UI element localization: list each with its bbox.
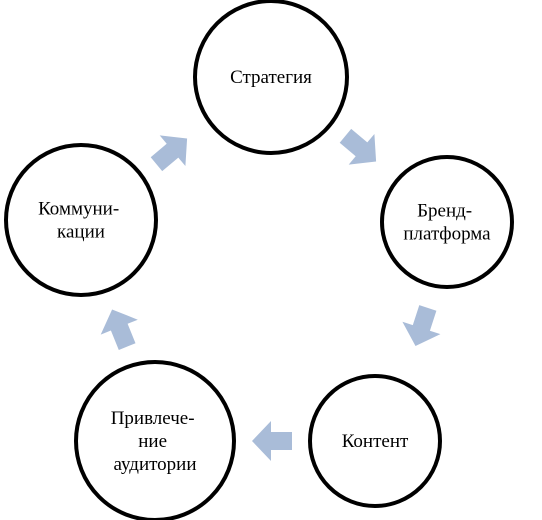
node-content-circle [308,374,442,508]
node-audience-attraction-line-3: аудитории [114,454,197,475]
node-audience-attraction: Привлече- ние аудитории [74,360,236,520]
node-audience-attraction-line-2: ние [138,431,167,452]
arrow-strategy-to-brand-platform [339,128,377,165]
node-brand-platform-circle [380,155,514,289]
arrow-brand-platform-to-content [402,305,441,346]
arrow-content-to-audience-attraction [252,421,292,461]
node-audience-attraction-label: Привлече- ние аудитории [111,408,200,475]
node-brand-platform: Бренд- платформа [380,155,514,289]
node-strategy: Стратегия [193,0,349,155]
arrows-layer [100,128,441,461]
node-communications: Коммуни- кации [4,143,158,297]
node-content: Контент [308,374,442,508]
node-content-label: Контент [342,431,409,452]
node-audience-attraction-circle [74,360,236,520]
node-communications-line-2: кации [57,222,105,243]
node-brand-platform-line-1: Бренд- [417,201,472,222]
arrow-communications-to-strategy [150,135,188,172]
node-communications-label: Коммуни- кации [38,199,124,243]
node-communications-circle [4,143,158,297]
node-strategy-label: Стратегия [230,67,312,88]
node-brand-platform-line-2: платформа [403,224,491,245]
node-strategy-line-1: Стратегия [230,67,312,88]
node-audience-attraction-line-1: Привлече- [111,408,195,429]
node-content-line-1: Контент [342,431,409,452]
arrow-audience-attraction-to-communications [100,309,138,350]
node-communications-line-1: Коммуни- [38,199,119,220]
node-brand-platform-label: Бренд- платформа [403,201,491,245]
node-strategy-circle [193,0,349,155]
